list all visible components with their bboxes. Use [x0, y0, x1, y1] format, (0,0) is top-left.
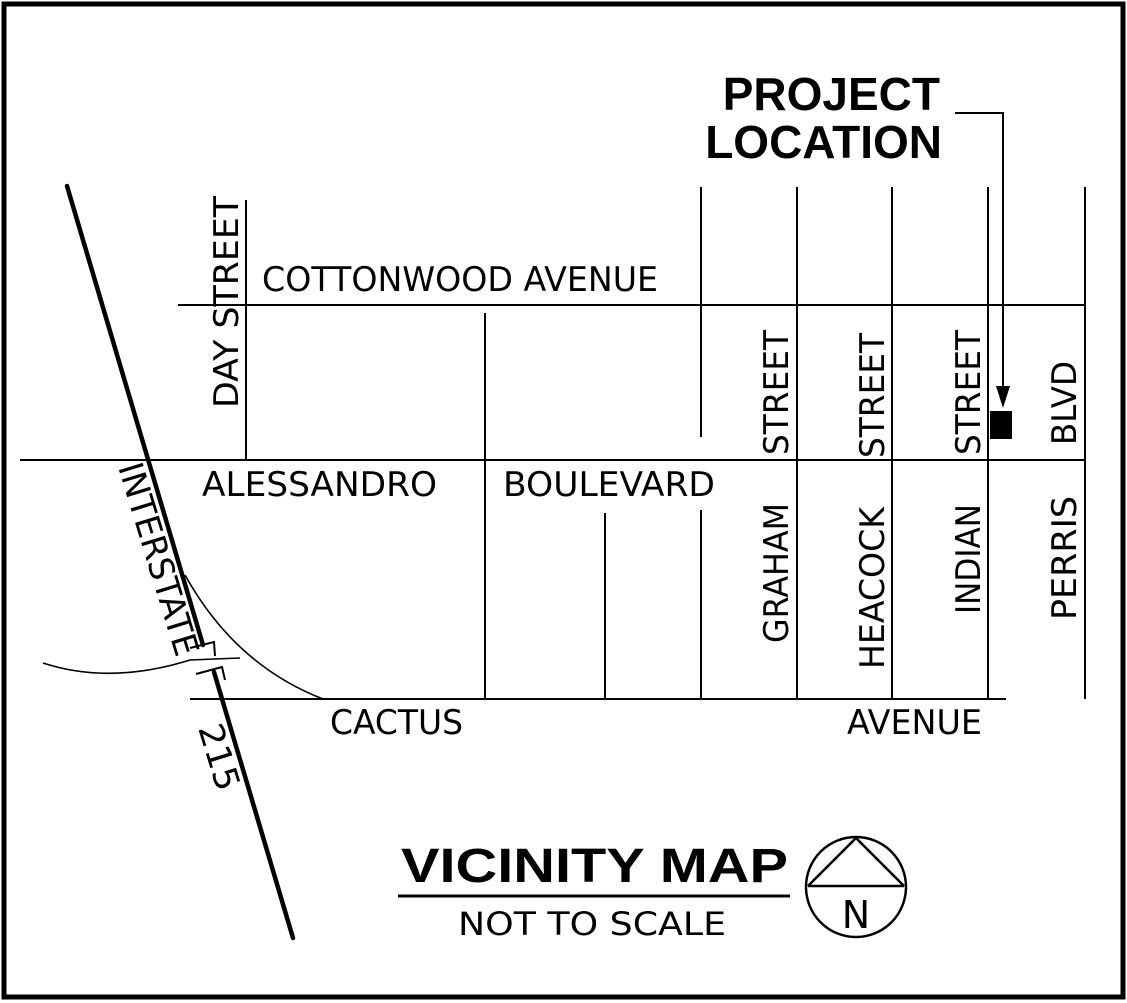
- cottonwood-avenue-label: COTTONWOOD AVENUE: [262, 260, 658, 300]
- boulevard-label: BOULEVARD: [503, 465, 715, 505]
- graham-label: GRAHAM: [757, 503, 797, 643]
- indian-street-label: STREET: [949, 330, 989, 455]
- interstate-label: INTERSTATE: [109, 458, 206, 661]
- perris-label: PERRIS: [1045, 496, 1085, 620]
- interstate-215-road: [211, 669, 296, 941]
- project-location-label: PROJECT: [723, 68, 940, 120]
- alessandro-label: ALESSANDRO: [202, 465, 437, 505]
- project-leader-line: [955, 112, 1004, 388]
- interstate-number-label: 215: [189, 719, 247, 796]
- bridge-mark: [189, 640, 216, 657]
- perris-blvd-label: BLVD: [1045, 361, 1085, 445]
- north-arrow-icon: N: [804, 835, 908, 939]
- leader-arrow-icon: [996, 386, 1010, 408]
- day-street-label: DAY STREET: [207, 196, 247, 408]
- heacock-street-label: STREET: [853, 333, 893, 458]
- map-title: VICINITY MAP: [401, 840, 788, 893]
- indian-label: INDIAN: [949, 504, 989, 614]
- overpass-road: [42, 657, 241, 675]
- avenue-label: AVENUE: [847, 703, 982, 743]
- project-location-marker: [990, 411, 1012, 439]
- freeway-ramp: [184, 574, 324, 700]
- scale-note: NOT TO SCALE: [458, 905, 726, 943]
- project-location-label: LOCATION: [705, 116, 942, 168]
- cactus-label: CACTUS: [330, 703, 463, 743]
- heacock-label: HEACOCK: [853, 505, 893, 669]
- graham-street-label: STREET: [757, 330, 797, 455]
- bridge-mark: [195, 665, 226, 681]
- north-label: N: [842, 893, 870, 937]
- interstate-215-road: [64, 183, 206, 648]
